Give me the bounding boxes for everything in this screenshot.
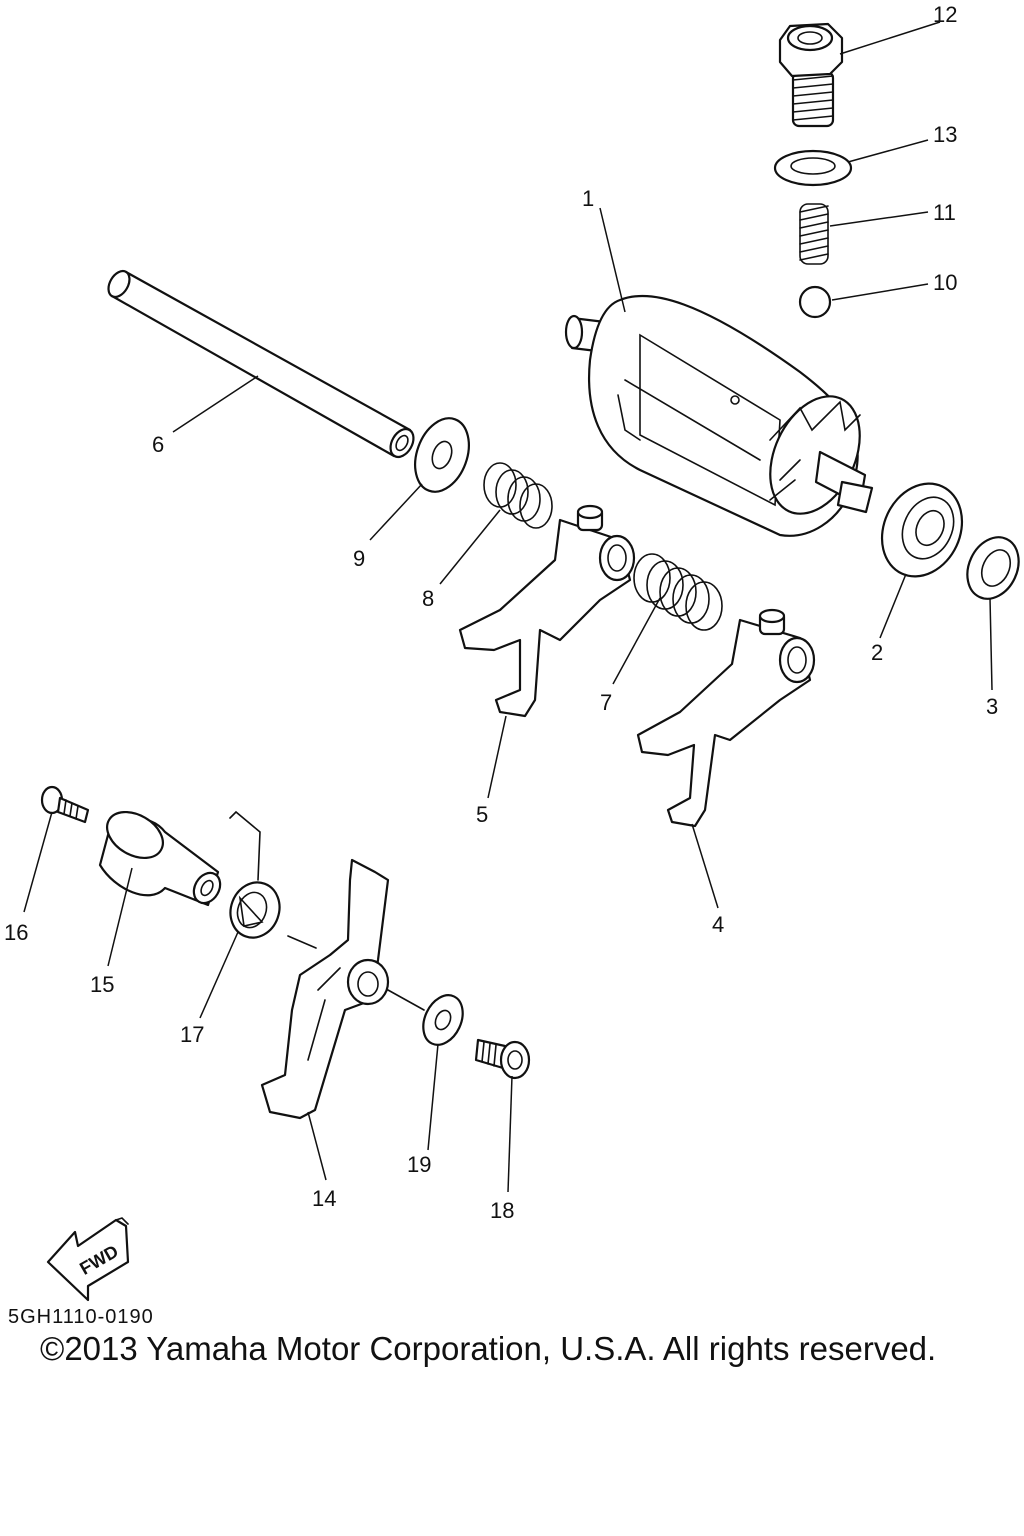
callout-15: 15 <box>90 972 114 997</box>
callout-13: 13 <box>933 122 957 147</box>
part-10-ball <box>798 285 832 319</box>
part-19-washer <box>422 994 464 1046</box>
part-8-spring <box>483 462 553 529</box>
leader-lines <box>23 21 993 1193</box>
callout-3: 3 <box>986 694 998 719</box>
drawing-code: 5GH1110-0190 <box>8 1306 154 1328</box>
callout-4: 4 <box>712 912 724 937</box>
part-7-spring <box>633 553 723 631</box>
callout-14: 14 <box>312 1186 336 1211</box>
part-18-bolt <box>474 1038 531 1080</box>
callout-19: 19 <box>407 1152 431 1177</box>
callout-1: 1 <box>582 186 594 211</box>
copyright-notice: ©2013 Yamaha Motor Corporation, U.S.A. A… <box>40 1330 937 1367</box>
callout-11: 11 <box>933 200 956 225</box>
callout-labels: 12 13 1 11 10 6 9 8 2 7 3 5 4 16 15 17 1… <box>4 2 998 1223</box>
callout-16: 16 <box>4 920 28 945</box>
callout-17: 17 <box>180 1022 204 1047</box>
part-13-washer <box>773 149 853 187</box>
callout-2: 2 <box>871 640 883 665</box>
callout-6: 6 <box>152 432 164 457</box>
part-11-spring <box>799 203 829 265</box>
callout-8: 8 <box>422 586 434 611</box>
part-1-shift-drum <box>564 294 874 537</box>
part-17-spring <box>229 810 281 939</box>
callout-5: 5 <box>476 802 488 827</box>
callout-7: 7 <box>600 690 612 715</box>
part-4-shift-fork <box>636 608 816 828</box>
part-9-washer <box>414 417 470 493</box>
part-3-seal <box>966 536 1020 600</box>
part-16-bolt <box>40 785 90 824</box>
part-12-bolt <box>778 22 844 128</box>
callout-10: 10 <box>933 270 957 295</box>
part-6-shaft <box>107 269 415 459</box>
fwd-arrow-icon: FWD <box>46 1217 130 1302</box>
part-2-bearing <box>880 482 964 578</box>
callout-9: 9 <box>353 546 365 571</box>
callout-18: 18 <box>490 1198 514 1223</box>
part-15-collar <box>98 810 222 907</box>
part-5-shift-fork <box>458 504 636 718</box>
part-14-shift-lever <box>260 858 390 1120</box>
callout-12: 12 <box>933 2 957 27</box>
